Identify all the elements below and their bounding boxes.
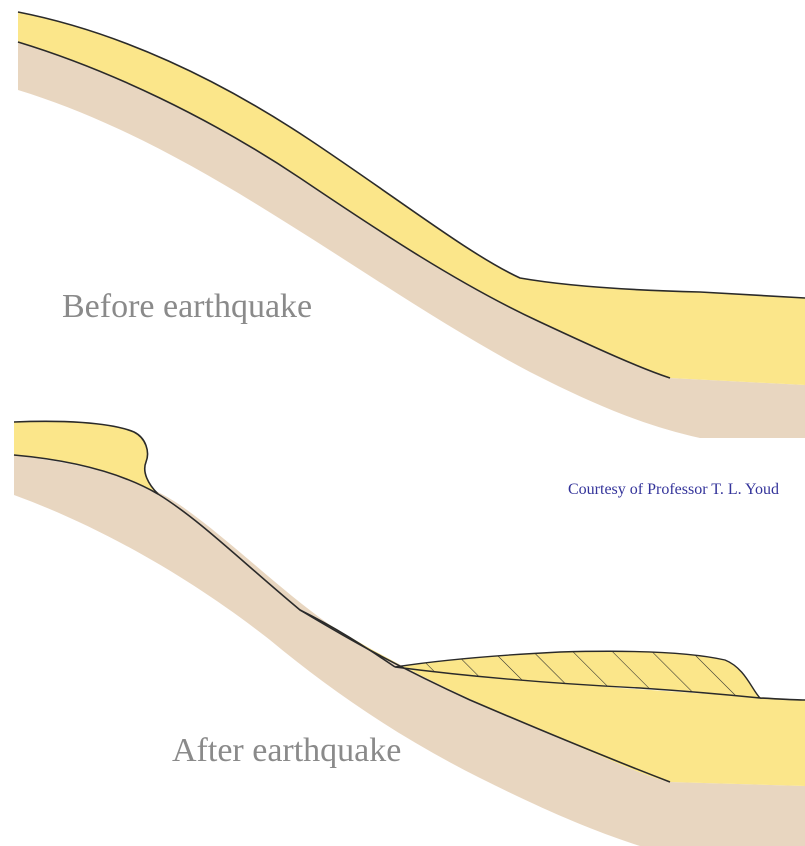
after-earthquake-caption: After earthquake	[172, 732, 401, 770]
before-surface-layer	[18, 12, 805, 385]
after-base-layer	[14, 455, 805, 846]
before-earthquake-panel	[18, 12, 805, 438]
image-credit: Courtesy of Professor T. L. Youd	[568, 481, 779, 499]
before-earthquake-caption: Before earthquake	[62, 288, 312, 326]
